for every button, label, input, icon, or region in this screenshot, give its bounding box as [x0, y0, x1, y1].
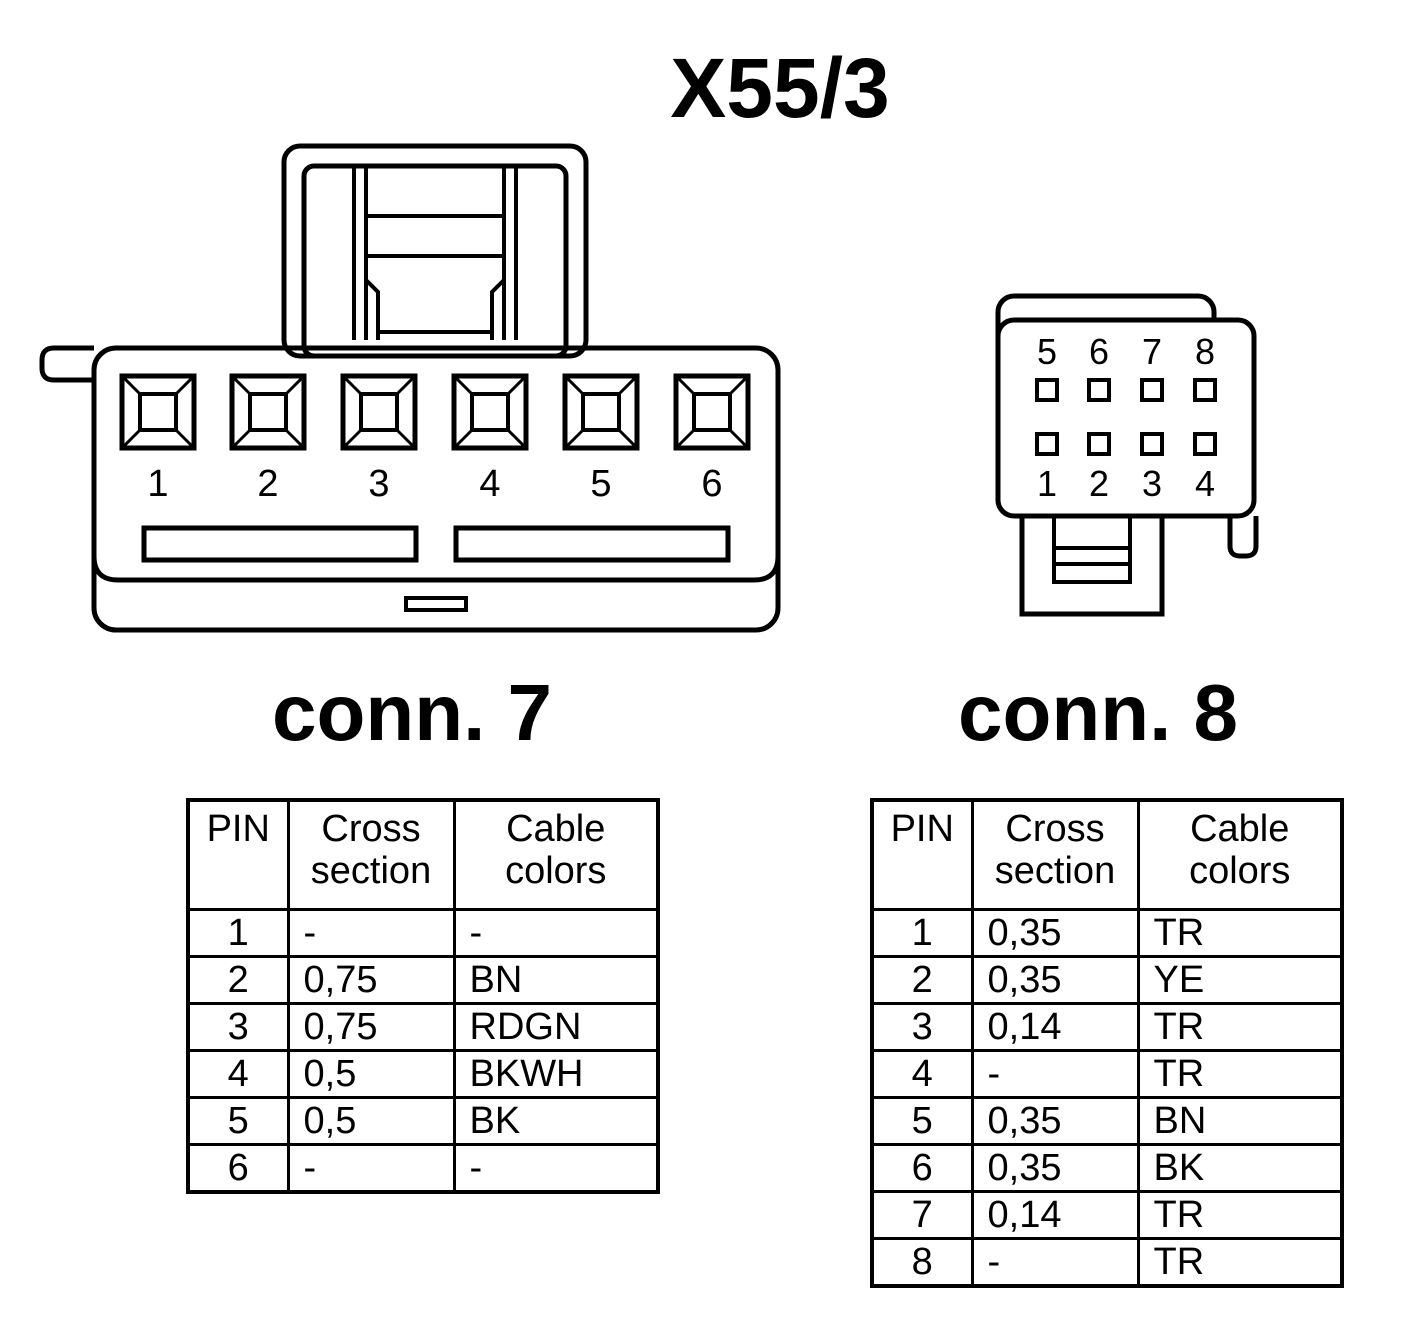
terminal-cavity: [340, 373, 418, 451]
terminal-cavity: [1035, 378, 1059, 402]
terminal-cavity: [229, 373, 307, 451]
cable-color-cell: TR: [1136, 1049, 1344, 1099]
cable-color-cell: TR: [1136, 1190, 1344, 1240]
pin-number-label: 1: [1037, 463, 1057, 504]
cross-section-cell: 0,5: [286, 1049, 456, 1099]
cross-section-cell: 0,75: [286, 955, 456, 1005]
terminal-cavity: [1140, 378, 1164, 402]
terminal-cavity: [562, 373, 640, 451]
pin-cell: 1: [186, 908, 290, 958]
cross-section-cell: 0,35: [970, 955, 1140, 1005]
pin-cell: 6: [186, 1143, 290, 1194]
table-row: 4-TR: [870, 1049, 1344, 1099]
pin-number-label: 4: [479, 463, 500, 505]
header-cross-section: Cross section: [970, 798, 1140, 911]
pin-cell: 8: [870, 1237, 974, 1288]
pin-cell: 2: [870, 955, 974, 1005]
pin-cell: 5: [186, 1096, 290, 1146]
connector-7-drawing: [39, 143, 781, 633]
header-pin: PIN: [870, 798, 974, 911]
terminal-cavity: [673, 373, 751, 451]
pin-cell: 7: [870, 1190, 974, 1240]
pin-number-label: 5: [1037, 331, 1057, 372]
cable-color-cell: TR: [1136, 908, 1344, 958]
pin-number-label: 6: [701, 463, 722, 505]
pin-number-label: 1: [147, 463, 168, 505]
header-cable-colors: Cable colors: [1136, 798, 1344, 911]
table-row: 6--: [186, 1143, 660, 1194]
terminal-cavity: [1087, 378, 1111, 402]
pin-number-label: 4: [1195, 463, 1215, 504]
pin-cell: 3: [186, 1002, 290, 1052]
pin-cell: 3: [870, 1002, 974, 1052]
cross-section-cell: 0,35: [970, 1096, 1140, 1146]
connector-8-drawing: [995, 293, 1259, 617]
pin-number-label: 6: [1089, 331, 1109, 372]
header-cross-section: Cross section: [286, 798, 456, 911]
table-row: 8-TR: [870, 1237, 1344, 1288]
terminal-cavity: [451, 373, 529, 451]
pin-number-label: 2: [257, 463, 278, 505]
pin-number-label: 8: [1195, 331, 1215, 372]
pin-number-label: 3: [1142, 463, 1162, 504]
cross-section-cell: -: [970, 1049, 1140, 1099]
cross-section-cell: -: [286, 1143, 456, 1194]
cable-color-cell: -: [452, 1143, 660, 1194]
diagram-title: X55/3: [670, 41, 890, 135]
cable-color-cell: YE: [1136, 955, 1344, 1005]
terminal-cavity: [1193, 378, 1217, 402]
cross-section-cell: 0,14: [970, 1190, 1140, 1240]
connector-8-label: conn. 8: [958, 668, 1239, 757]
pin-cell: 5: [870, 1096, 974, 1146]
terminal-cavity: [1087, 432, 1111, 456]
terminal-cavity: [119, 373, 197, 451]
pin-number-label: 7: [1142, 331, 1162, 372]
terminal-cavity: [1035, 432, 1059, 456]
cable-color-cell: TR: [1136, 1002, 1344, 1052]
cable-color-cell: BK: [1136, 1143, 1344, 1193]
pin-cell: 6: [870, 1143, 974, 1193]
cross-section-cell: 0,35: [970, 1143, 1140, 1193]
terminal-cavity: [1193, 432, 1217, 456]
pin-number-label: 3: [368, 463, 389, 505]
cross-section-cell: 0,35: [970, 908, 1140, 958]
cable-color-cell: RDGN: [452, 1002, 660, 1052]
cross-section-cell: 0,14: [970, 1002, 1140, 1052]
pin-cell: 2: [186, 955, 290, 1005]
cable-color-cell: TR: [1136, 1237, 1344, 1288]
pin-number-label: 5: [590, 463, 611, 505]
cable-color-cell: BN: [452, 955, 660, 1005]
cable-color-cell: -: [452, 908, 660, 958]
cross-section-cell: 0,75: [286, 1002, 456, 1052]
header-pin: PIN: [186, 798, 290, 911]
table-row: 1--: [186, 908, 660, 958]
pin-cell: 4: [186, 1049, 290, 1099]
cable-color-cell: BKWH: [452, 1049, 660, 1099]
cable-color-cell: BN: [1136, 1096, 1344, 1146]
cable-color-cell: BK: [452, 1096, 660, 1146]
pin-number-label: 2: [1089, 463, 1109, 504]
cross-section-cell: -: [970, 1237, 1140, 1288]
terminal-cavity: [1140, 432, 1164, 456]
header-cable-colors: Cable colors: [452, 798, 660, 911]
cross-section-cell: -: [286, 908, 456, 958]
pin-cell: 4: [870, 1049, 974, 1099]
connector-7-label: conn. 7: [272, 668, 553, 757]
cross-section-cell: 0,5: [286, 1096, 456, 1146]
pin-cell: 1: [870, 908, 974, 958]
